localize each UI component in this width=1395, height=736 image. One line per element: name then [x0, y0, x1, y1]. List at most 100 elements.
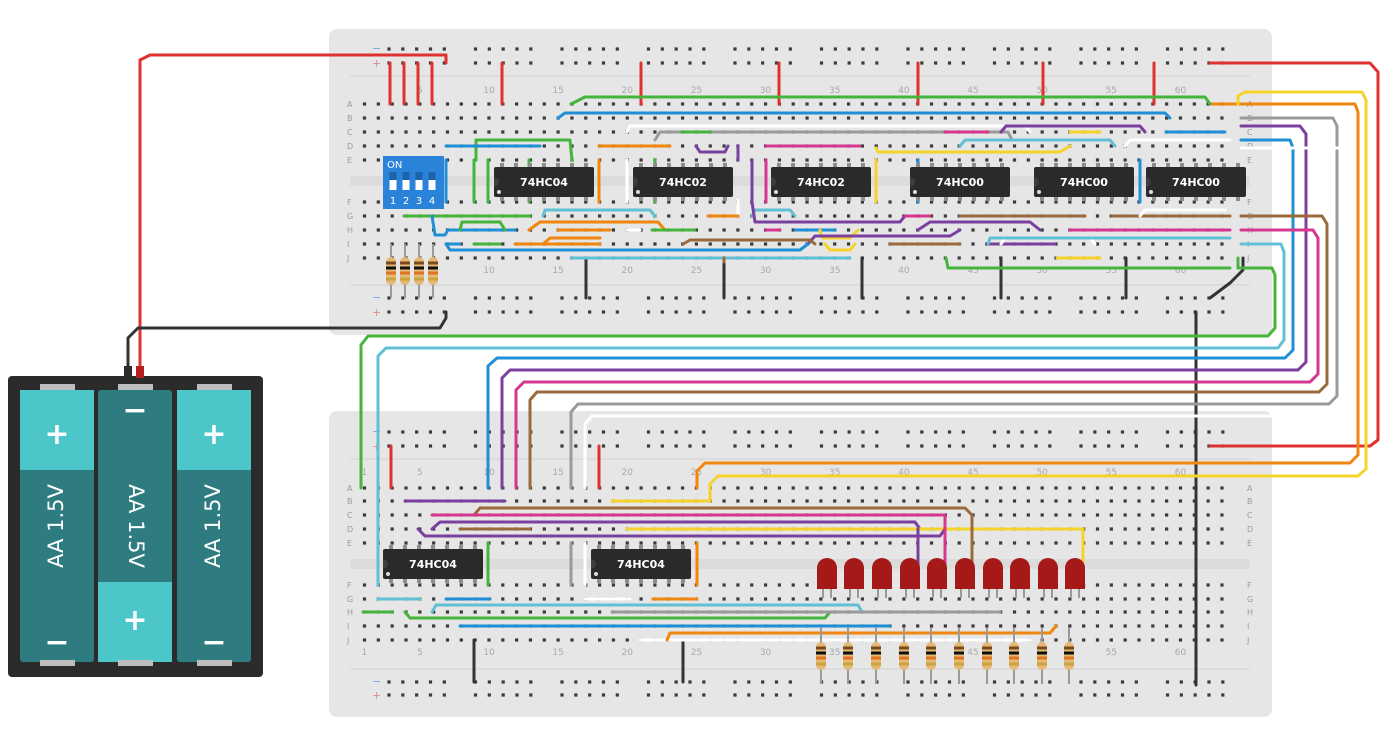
hole [611, 242, 616, 246]
chip-pin [667, 579, 671, 583]
chip-pin [445, 545, 449, 549]
rail-hole [947, 444, 952, 448]
hole [501, 638, 505, 642]
resistor-band [1064, 651, 1074, 655]
hole [528, 130, 533, 134]
hole [929, 158, 934, 162]
hole [404, 513, 408, 517]
chip-pin [556, 163, 560, 167]
hole [1026, 486, 1030, 490]
chip-pin [653, 579, 657, 583]
column-number: 35 [829, 86, 840, 96]
chip-pin [528, 163, 532, 167]
rail-hole [934, 310, 938, 314]
hole [763, 214, 768, 218]
hole [1054, 130, 1058, 134]
chip-label: 74HC00 [1172, 176, 1220, 189]
hole [362, 158, 367, 162]
resistor-body [899, 642, 909, 670]
hole [473, 116, 477, 120]
rail-hole [733, 680, 737, 684]
battery-terminal [136, 366, 144, 378]
purple-jumper [430, 520, 922, 531]
green-jumper [569, 95, 1212, 106]
hole [639, 242, 643, 246]
rail-hole [415, 47, 419, 51]
hole [916, 256, 920, 260]
hole [1054, 228, 1058, 232]
hole [459, 541, 463, 545]
rail-hole [819, 296, 824, 300]
hole [971, 158, 975, 162]
hole [1082, 499, 1086, 503]
hole [1082, 486, 1086, 490]
hole [1178, 200, 1183, 204]
resistor-band [871, 656, 881, 660]
rail-hole [1221, 296, 1225, 300]
hole [1206, 527, 1210, 531]
chip-pin1-dot [1037, 190, 1041, 194]
rail-hole [415, 430, 419, 434]
hole [971, 597, 975, 601]
hole [639, 583, 643, 587]
led-dome [1038, 558, 1058, 589]
hole [432, 486, 436, 490]
rail-hole [1020, 430, 1024, 434]
rail-hole [1120, 310, 1125, 314]
hole [1206, 638, 1210, 642]
yellow-jumper [874, 144, 1072, 154]
rail-hole [1120, 61, 1125, 65]
hole [971, 200, 975, 204]
hole [1151, 158, 1155, 162]
hole [1095, 610, 1100, 614]
hole [542, 527, 546, 531]
hole [1151, 583, 1155, 587]
chip-pin [958, 163, 962, 167]
hole [1165, 256, 1169, 260]
chip-pin [723, 197, 727, 201]
chip-pin [972, 163, 976, 167]
rail-hole [875, 61, 879, 65]
rail-hole [961, 296, 965, 300]
hole [515, 541, 519, 545]
hole [763, 499, 768, 503]
rail-hole [747, 61, 751, 65]
resistor-band [843, 646, 853, 650]
hole [1012, 624, 1017, 628]
hole [1206, 583, 1210, 587]
hole [390, 638, 394, 642]
column-number: 15 [552, 468, 563, 478]
hole [1012, 499, 1017, 503]
hole [1178, 624, 1183, 628]
rail-hole [1107, 430, 1111, 434]
hole [777, 116, 781, 120]
rail-hole [920, 444, 924, 448]
rail-hole [688, 444, 692, 448]
hole [763, 583, 768, 587]
rail-hole [1179, 693, 1183, 697]
hole [805, 597, 809, 601]
rail-hole [1107, 310, 1111, 314]
hole [1082, 597, 1086, 601]
hole [750, 144, 754, 148]
cell-cap [40, 384, 75, 392]
rail-hole [1048, 61, 1052, 65]
rail-hole [442, 430, 446, 434]
hole [1054, 638, 1058, 642]
rail-hole [601, 61, 606, 65]
hole [736, 102, 740, 106]
hole [722, 200, 726, 204]
rail-hole [992, 444, 997, 448]
resistor-body [926, 642, 936, 670]
hole [791, 102, 795, 106]
hole [542, 541, 546, 545]
rail-hole [1134, 680, 1138, 684]
hole [1123, 116, 1127, 120]
rail-hole [788, 430, 792, 434]
rail-hole [574, 680, 578, 684]
resistor [414, 244, 424, 298]
hole [418, 486, 422, 490]
hole [736, 242, 740, 246]
rail-hole [934, 61, 938, 65]
chip-label: 74HC04 [617, 558, 665, 571]
